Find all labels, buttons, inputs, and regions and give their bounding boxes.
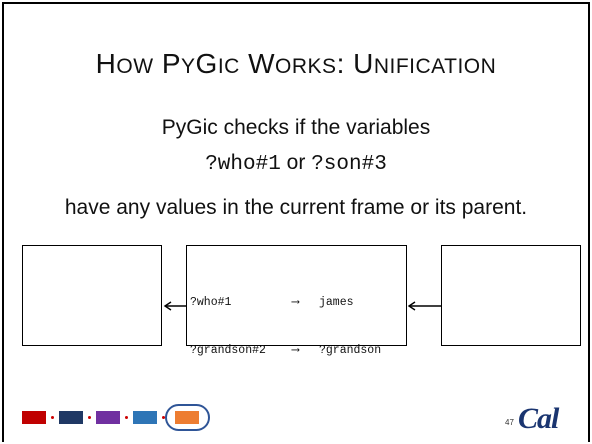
binding-value: james <box>319 296 354 309</box>
body-line-1: PyGic checks if the variables <box>161 116 431 139</box>
body-line-3: have any values in the current frame or … <box>64 196 528 219</box>
nav-block-purple[interactable] <box>96 411 120 424</box>
or-word: or <box>286 151 306 174</box>
nav-block-navy[interactable] <box>59 411 83 424</box>
page-number: 47 <box>505 418 514 427</box>
nav-block-blue[interactable] <box>133 411 157 424</box>
binding-row: ?who#1 ⟶ james <box>190 295 354 311</box>
binding-arrow: ⟶ <box>292 296 299 309</box>
variable-who: ?who#1 <box>205 153 281 176</box>
nav-block-orange[interactable] <box>175 411 199 424</box>
parent-frame-left <box>22 245 162 346</box>
nav-current-indicator[interactable] <box>165 404 210 431</box>
nav-dot <box>125 416 128 419</box>
nav-dot <box>88 416 91 419</box>
current-frame <box>186 245 407 346</box>
arrowhead-left <box>163 301 172 311</box>
binding-variable: ?who#1 <box>190 296 232 309</box>
cal-logo: Cal <box>518 402 559 435</box>
arrowhead-current <box>407 301 416 311</box>
body-line-2: ?who#1 or ?son#3 <box>0 151 592 176</box>
binding-value: ?grandson <box>319 344 382 357</box>
variable-son: ?son#3 <box>311 153 387 176</box>
nav-dot <box>51 416 54 419</box>
binding-row: ?grandson#2 ⟶ ?grandson <box>190 343 381 359</box>
nav-block-red[interactable] <box>22 411 46 424</box>
binding-arrow: ⟶ <box>292 344 299 357</box>
slide-title: HOW PYGIC WORKS: UNIFICATION <box>95 48 497 79</box>
binding-variable: ?grandson#2 <box>190 344 266 357</box>
nav-dot <box>162 416 165 419</box>
frame-bindings: ?who#1 ⟶ james ?grandson#2 ⟶ ?grandson <box>190 263 381 375</box>
child-frame-right <box>441 245 581 346</box>
